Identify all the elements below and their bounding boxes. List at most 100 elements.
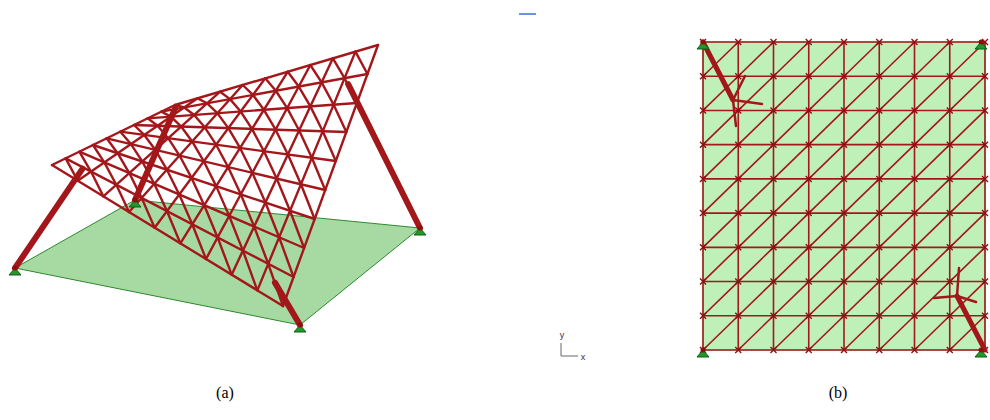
node-marker: [841, 39, 847, 45]
column-branch: [957, 268, 959, 296]
gridshell-bar: [230, 99, 241, 111]
axis-icon: [561, 343, 578, 356]
gridshell-bar: [334, 105, 347, 132]
gridshell-bar: [879, 110, 914, 144]
gridshell-bar: [879, 247, 914, 281]
node-marker: [912, 142, 918, 148]
gridshell-bar: [333, 58, 345, 78]
gridshell-bar: [155, 78, 266, 227]
gridshell-bar: [204, 205, 217, 237]
plan-view: [697, 39, 988, 357]
gridshell-bar: [703, 145, 738, 179]
node-marker: [982, 73, 988, 79]
gridshell-bar: [809, 110, 844, 144]
node-marker: [912, 244, 918, 250]
node-marker: [947, 279, 953, 285]
node-marker: [735, 244, 741, 250]
node-marker: [982, 244, 988, 250]
gridshell-bar: [950, 247, 985, 281]
node-marker: [876, 107, 882, 113]
gridshell-bar: [268, 264, 283, 306]
node-marker: [947, 210, 953, 216]
gridshell-bar: [844, 213, 879, 247]
node-marker: [876, 73, 882, 79]
node-marker: [947, 313, 953, 319]
node-marker: [876, 176, 882, 182]
gridshell-bar: [984, 42, 986, 350]
gridshell-bar: [915, 110, 950, 144]
gridshell-bar: [774, 110, 809, 144]
gridshell-bar: [167, 170, 179, 195]
gridshell-bar: [774, 76, 809, 110]
node-marker: [841, 244, 847, 250]
node-marker: [700, 142, 706, 148]
gridshell-bar: [774, 42, 809, 76]
gridshell-bar: [774, 213, 809, 247]
column-branch: [957, 296, 976, 302]
gridshell-bar: [129, 173, 141, 198]
node-marker: [806, 313, 812, 319]
gridshell-bar: [218, 237, 232, 274]
gridshell-bar: [809, 145, 844, 179]
node-marker: [947, 39, 953, 45]
gridshell-bar: [843, 42, 845, 350]
node-marker: [876, 39, 882, 45]
node-marker: [841, 107, 847, 113]
gridshell-bar: [264, 110, 276, 130]
support-symbol: [697, 40, 709, 50]
node-marker: [735, 279, 741, 285]
gridshell-bar: [703, 282, 738, 316]
node-marker: [876, 142, 882, 148]
node-marker: [982, 107, 988, 113]
gridshell-bar: [774, 316, 809, 350]
node-marker: [735, 39, 741, 45]
gridshell-bar: [915, 316, 950, 350]
node-marker: [982, 279, 988, 285]
node-marker: [841, 347, 847, 353]
node-marker: [912, 210, 918, 216]
gridshell-bar: [809, 42, 844, 76]
gridshell-bar: [288, 72, 299, 87]
column: [348, 84, 420, 228]
gridshell-bar: [192, 141, 204, 161]
node-marker: [700, 210, 706, 216]
gridshell-bar: [844, 316, 879, 350]
node-marker: [806, 176, 812, 182]
node-marker: [771, 176, 777, 182]
gridshell-bar: [257, 52, 355, 291]
gridshell-bar: [198, 98, 208, 103]
gridshell-bar: [915, 282, 950, 316]
gridshell-bar: [148, 118, 158, 125]
gridshell-bar: [276, 130, 288, 155]
gridshell-bar: [180, 156, 192, 178]
column: [957, 296, 985, 350]
gridshell-bar: [950, 110, 985, 144]
gridshell-bar: [240, 148, 252, 173]
gridshell-bar: [241, 194, 254, 226]
gridshell-bar: [228, 167, 241, 194]
gridshell-bar: [155, 150, 167, 170]
gridshell-bar: [915, 42, 950, 76]
node-marker: [735, 107, 741, 113]
gridshell-bar: [915, 213, 950, 247]
panel-label: (a): [216, 384, 234, 402]
node-marker: [912, 39, 918, 45]
ground-plane: [15, 200, 420, 325]
node-marker: [841, 176, 847, 182]
node-marker: [771, 210, 777, 216]
node-marker: [947, 176, 953, 182]
node-marker: [841, 279, 847, 285]
gridshell-bar: [844, 145, 879, 179]
gridshell-bar: [158, 126, 169, 138]
node-marker: [947, 107, 953, 113]
gridshell-bar: [310, 65, 321, 82]
node-marker: [947, 347, 953, 353]
node-marker: [982, 313, 988, 319]
gridshell-bar: [738, 145, 773, 179]
gridshell-bar: [844, 76, 879, 110]
gridshell-bar: [194, 115, 205, 127]
node-marker: [912, 107, 918, 113]
node-marker: [876, 313, 882, 319]
gridshell-bar: [79, 152, 91, 172]
gridshell-bar: [276, 91, 287, 108]
